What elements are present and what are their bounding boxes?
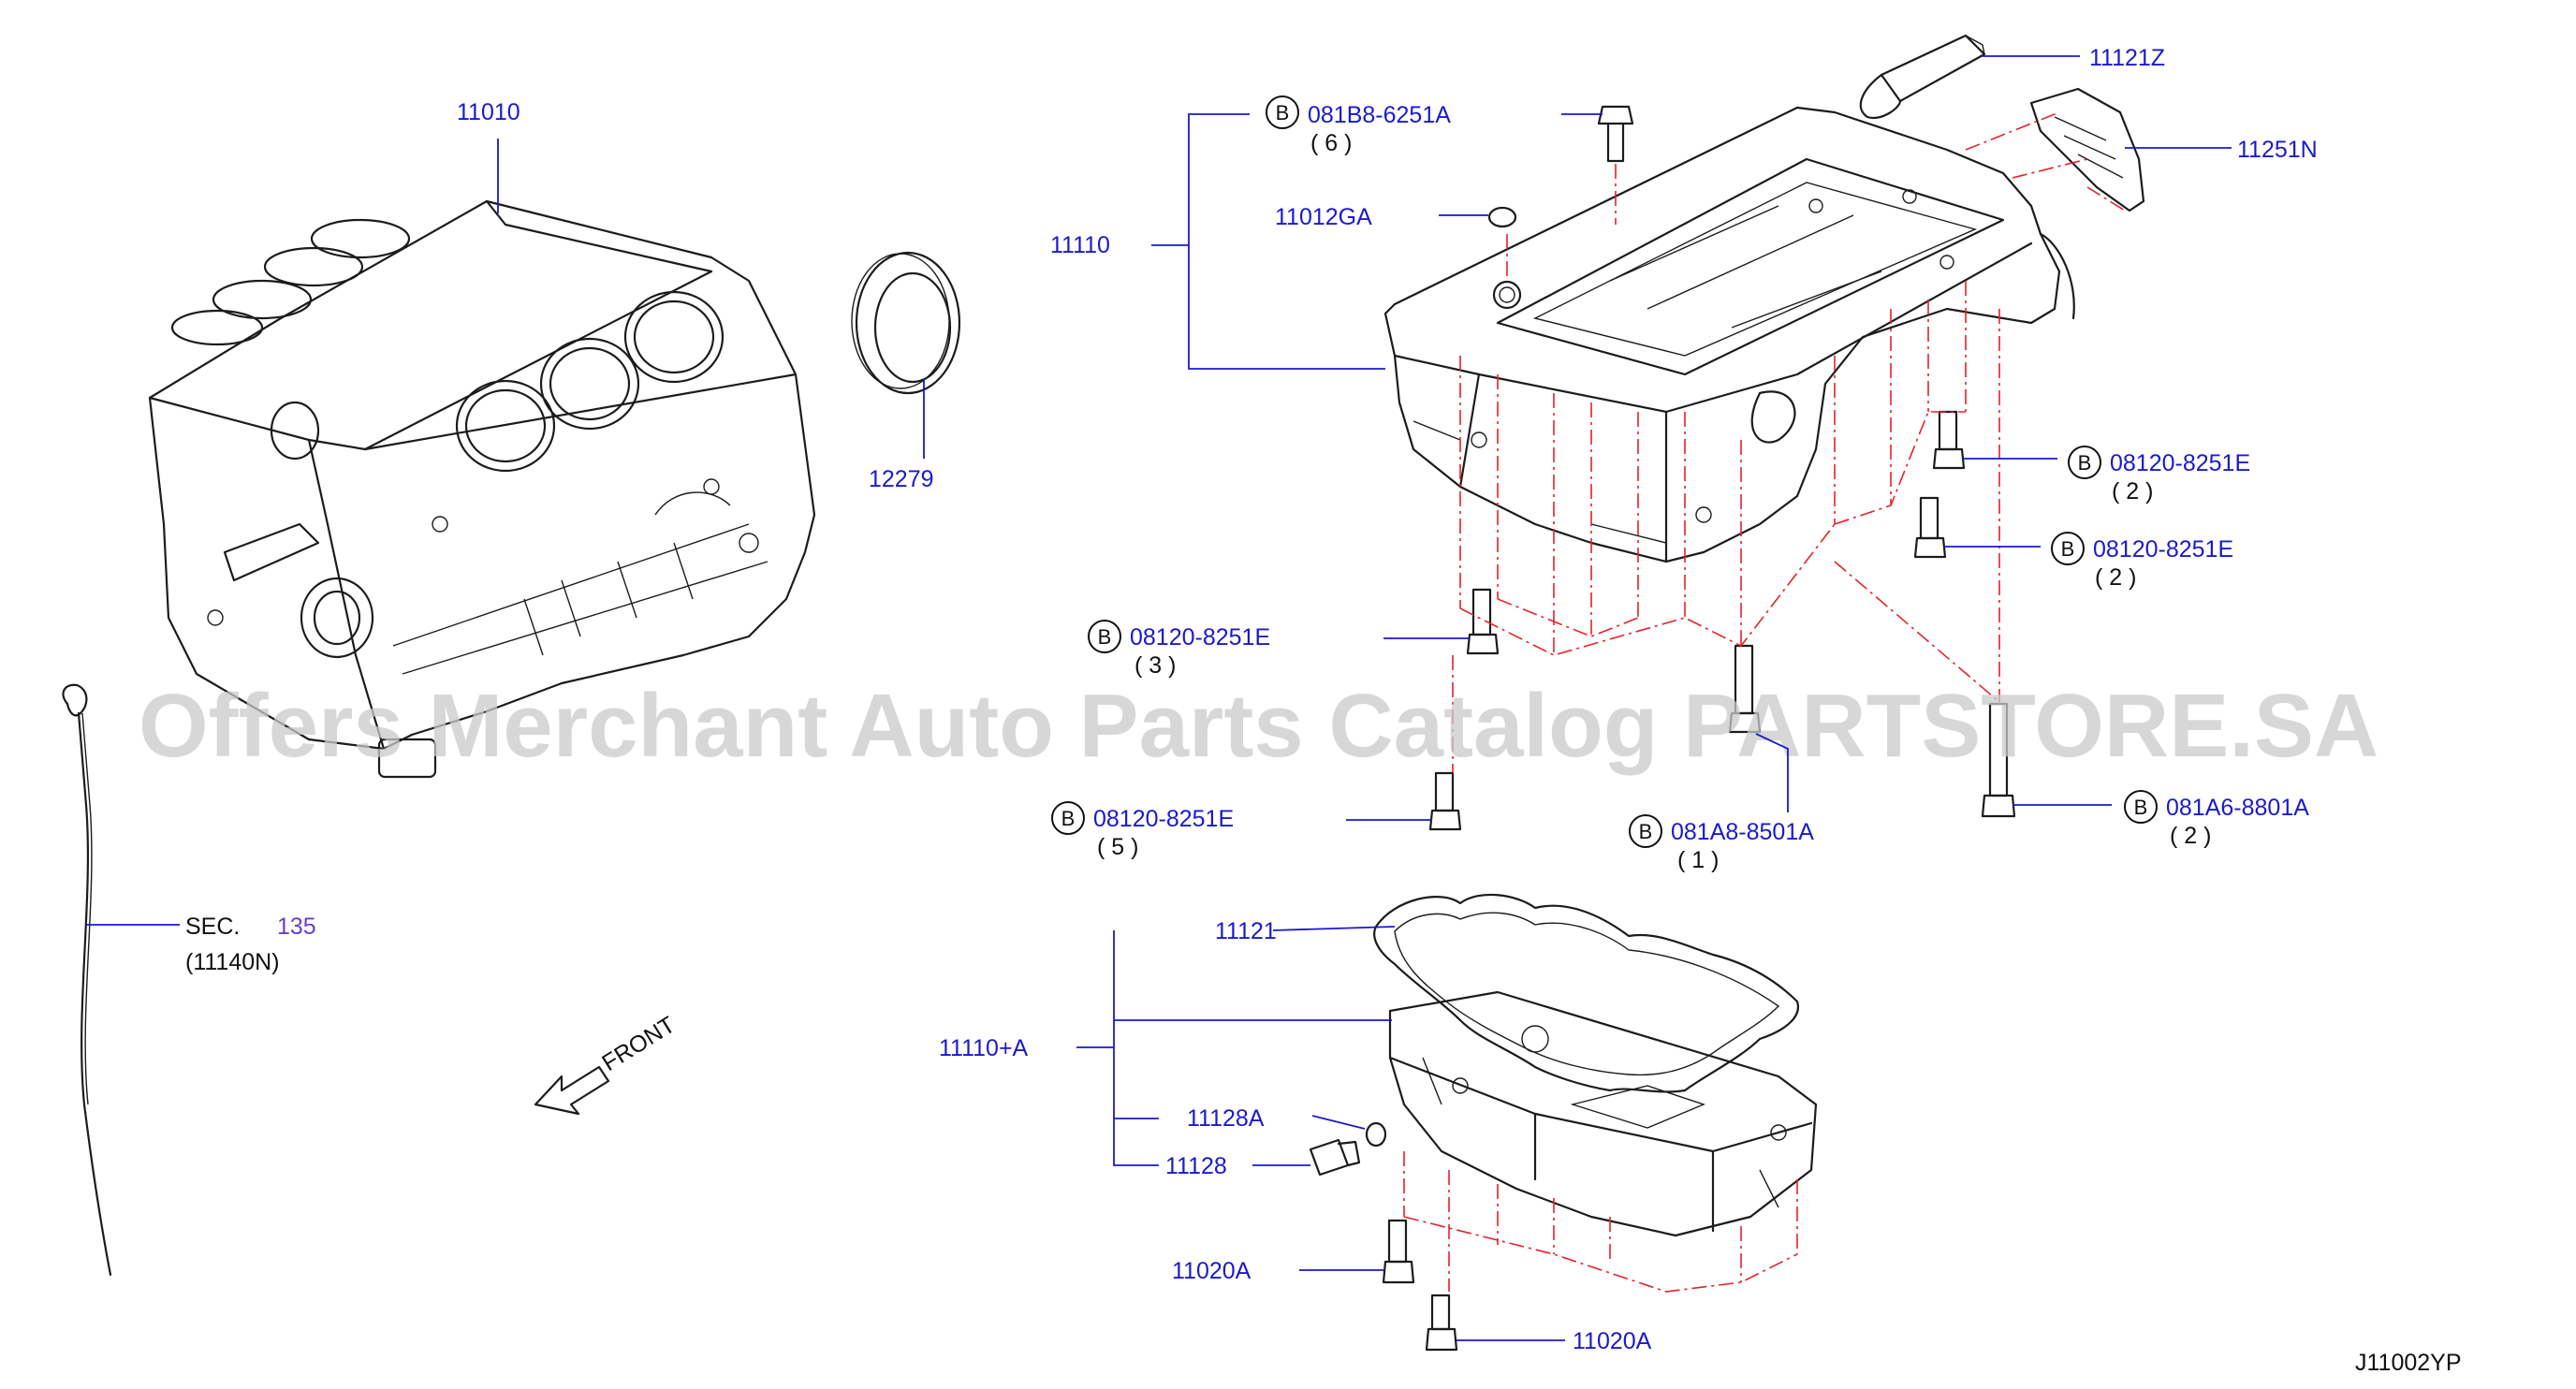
callout-08120-8251E: 08120-8251E	[2093, 536, 2233, 563]
b-badge: B	[1051, 801, 1085, 835]
svg-text:B: B	[2078, 451, 2092, 475]
sec-part-ref: (11140N)	[185, 949, 280, 975]
b-badge: B	[2051, 532, 2085, 565]
callout-11251N: 11251N	[2237, 137, 2318, 163]
callout-11012GA: 11012GA	[1275, 204, 1372, 230]
o-ring-illustration	[1487, 206, 1517, 228]
callout-11128A: 11128A	[1187, 1105, 1265, 1132]
qty-081B8-6251A: ( 6 )	[1310, 130, 1352, 156]
callout-11010: 11010	[457, 99, 520, 125]
watermark: Offers Merchant Auto Parts Catalog PARTS…	[139, 676, 2378, 776]
sec-number-link[interactable]: 135	[277, 914, 316, 940]
qty-08120-8251E: ( 2 )	[2095, 564, 2136, 591]
svg-text:B: B	[2061, 537, 2075, 561]
svg-text:B: B	[1276, 101, 1290, 124]
callout-11121Z: 11121Z	[2089, 45, 2165, 71]
qty-081A8-8501A: ( 1 )	[1677, 847, 1719, 873]
b-badge: B	[1629, 814, 1662, 848]
b-badge: B	[1266, 95, 1299, 129]
callout-08120-8251E: 08120-8251E	[1130, 624, 1270, 651]
bolts-illustration	[1309, 105, 2016, 1352]
diagram-code: J11002YP	[2355, 1350, 2462, 1376]
b-badge: B	[2124, 790, 2158, 824]
callout-08120-8251E: 08120-8251E	[2110, 450, 2250, 476]
oil-seal-illustration	[851, 251, 961, 395]
qty-08120-8251E: ( 3 )	[1134, 652, 1176, 679]
svg-text:B: B	[2134, 796, 2148, 819]
callout-081A6-8801A: 081A6-8801A	[2166, 795, 2309, 821]
baffle-plate-illustration	[2029, 87, 2145, 212]
lower-oil-pan-illustration	[1373, 893, 1818, 1237]
svg-text:B: B	[1639, 820, 1653, 843]
front-label: FRONT	[597, 1012, 680, 1076]
callout-11020A: 11020A	[1172, 1258, 1251, 1284]
b-badge: B	[1088, 620, 1121, 653]
upper-oil-pan-illustration	[1383, 106, 2075, 563]
dipstick-illustration	[62, 683, 112, 1277]
svg-text:B: B	[1061, 807, 1076, 830]
sec-prefix: SEC.	[185, 914, 240, 940]
assembly-lines	[1403, 111, 2126, 1293]
qty-08120-8251E: ( 5 )	[1097, 834, 1138, 860]
leader-lines	[86, 55, 2232, 1341]
callout-081B8-6251A: 081B8-6251A	[1308, 102, 1451, 128]
front-arrow: FRONT	[534, 1012, 680, 1116]
callout-08120-8251E: 08120-8251E	[1093, 806, 1234, 832]
callout-11110: 11110	[1050, 232, 1110, 258]
callout-12279: 12279	[869, 466, 934, 492]
b-badge: B	[2068, 446, 2101, 479]
callout-11020A: 11020A	[1573, 1328, 1652, 1354]
callout-11128: 11128	[1165, 1153, 1227, 1179]
callout-081A8-8501A: 081A8-8501A	[1671, 819, 1814, 845]
svg-text:B: B	[1098, 625, 1112, 649]
callout-11121: 11121	[1215, 918, 1277, 944]
callout-11110-A: 11110+A	[939, 1035, 1029, 1061]
cylinder-block-illustration	[148, 199, 816, 779]
qty-081A6-8801A: ( 2 )	[2170, 823, 2211, 849]
qty-08120-8251E: ( 2 )	[2112, 478, 2153, 504]
sealant-tube-illustration	[1859, 34, 1986, 120]
